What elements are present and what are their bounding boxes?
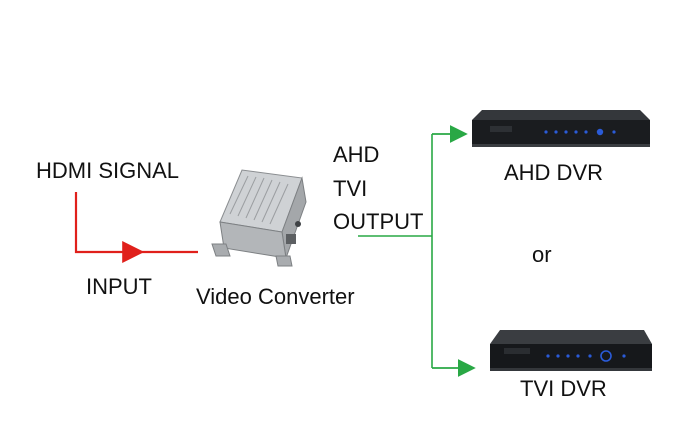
output-format-label-tvi: TVI [333,176,368,201]
target-label-tvi-dvr: TVI DVR [520,376,607,401]
video-converter-icon [211,169,307,267]
source-label: HDMI SIGNAL [36,158,180,183]
separator-label: or [532,242,552,267]
tvi-dvr-icon [490,330,652,371]
device-label: Video Converter [196,284,355,309]
output-format-label-ahd: AHD [333,142,380,167]
target-label-ahd-dvr: AHD DVR [504,160,604,185]
input-arrow [74,192,145,263]
output-label: OUTPUT [333,209,424,234]
input-label: INPUT [86,274,152,299]
ahd-dvr-icon [472,110,650,147]
